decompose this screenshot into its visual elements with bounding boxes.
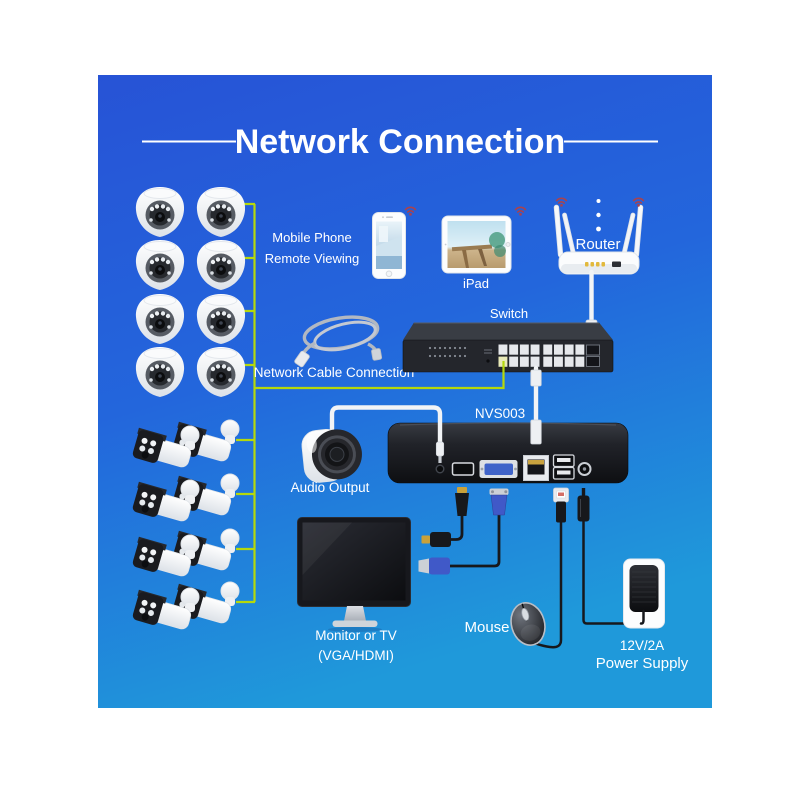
mouse-label: Mouse [464, 619, 509, 636]
power-adapter-icon [623, 558, 665, 629]
dc-power-port [577, 462, 592, 476]
audio-cable [329, 405, 445, 463]
network-cable-label: Network Cable Connection [254, 365, 415, 380]
mouse-icon [510, 602, 546, 646]
nvr-ports [435, 454, 592, 481]
audio-output-label: Audio Output [291, 480, 370, 495]
vga-cable [418, 488, 509, 575]
ipad-label: iPad [463, 276, 489, 291]
monitor-icon [297, 517, 411, 632]
switch-icon [402, 322, 614, 373]
camera-to-switch-line [254, 361, 505, 390]
camera-network-lines [234, 202, 256, 604]
power-cable [577, 488, 643, 625]
power-label-line2: Power Supply [596, 655, 689, 672]
switch-sfp-port [586, 344, 600, 356]
monitor-label-line1: Monitor or TV [315, 628, 397, 643]
hdmi-cable [421, 487, 469, 547]
ethernet-cable-icon [294, 315, 383, 368]
router-icon [553, 199, 644, 275]
monitor-label-line2: (VGA/HDMI) [318, 648, 394, 663]
switch-label: Switch [490, 306, 528, 321]
router-label: Router [575, 236, 620, 253]
vga-port [479, 460, 518, 478]
mobile-phone-label-line1: Mobile Phone [272, 230, 352, 245]
switch-ports [498, 344, 585, 367]
smartphone-icon [372, 212, 406, 279]
nvr-icon [387, 419, 629, 484]
mobile-phone-label-line2: Remote Viewing [265, 251, 359, 266]
switch-menu-marks [484, 349, 492, 354]
lan-port [523, 455, 549, 481]
page-title: Network Connection [235, 123, 566, 161]
hdmi-port [451, 462, 475, 476]
switch-leds [428, 346, 467, 358]
audio-jack-port [435, 464, 445, 474]
tablet-icon [441, 215, 512, 274]
hdmi-plug-tip [457, 487, 467, 493]
usb-ports [552, 454, 575, 480]
nvr-label: NVS003 [475, 406, 525, 421]
ethernet-plug [530, 419, 542, 445]
switch-sfp-port [586, 356, 600, 367]
speaker-icon [301, 428, 362, 483]
power-label-line1: 12V/2A [620, 638, 664, 653]
